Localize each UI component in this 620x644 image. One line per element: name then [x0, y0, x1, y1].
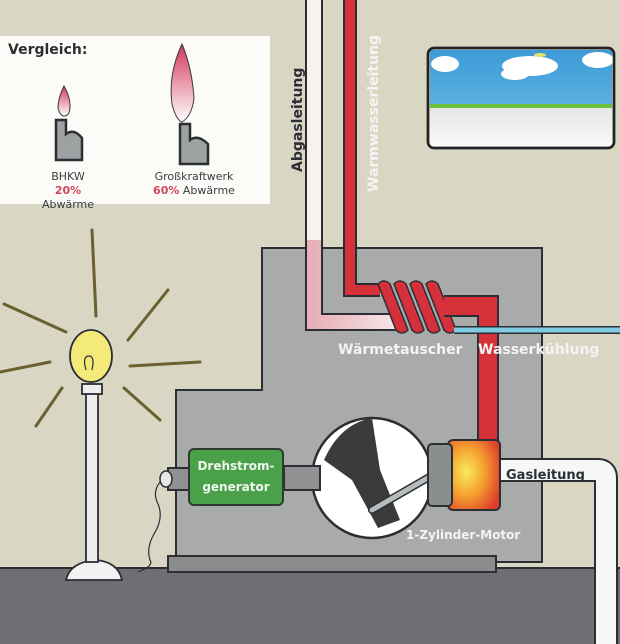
label-exhaust-pipe: Abgasleitung — [290, 67, 306, 172]
engine — [310, 416, 501, 540]
gas-pipe — [500, 458, 618, 644]
legend-icons — [54, 42, 210, 166]
label-hot-water-pipe: Warmwasserleitung — [366, 34, 382, 192]
window — [426, 46, 616, 150]
generator-label-line2: generator — [202, 480, 270, 494]
label-heat-exchanger: Wärmetauscher — [338, 342, 463, 358]
lamp — [64, 329, 124, 581]
heat-exchanger-coil — [377, 280, 457, 334]
light-rays — [0, 228, 202, 428]
shaft — [283, 465, 321, 491]
label-water-cooling: Wasserkühlung — [478, 342, 600, 358]
generator: Drehstrom- generator — [188, 448, 284, 506]
hot-water-pipe — [343, 0, 380, 297]
housing-base — [167, 555, 497, 573]
large-flame-icon — [170, 42, 195, 123]
small-flame-icon — [57, 84, 71, 117]
legend-item-bhkw: BHKW 20% Abwärme — [41, 170, 95, 211]
label-gas-pipe: Gasleitung — [506, 468, 585, 483]
comparison-legend: Vergleich: BHKW 20% Abwärme Großkraftwer… — [0, 36, 270, 211]
bhkw-chimney-icon — [54, 118, 84, 162]
label-engine: 1-Zylinder-Motor — [406, 528, 521, 542]
exhaust-pipe — [305, 0, 400, 331]
power-plant-chimney-icon — [178, 122, 210, 166]
generator-label-line1: Drehstrom- — [197, 459, 275, 473]
legend-item-grosskraftwerk: Großkraftwerk 60% Abwärme — [153, 170, 235, 197]
power-cable — [137, 481, 161, 573]
legend-title: Vergleich: — [8, 42, 88, 58]
